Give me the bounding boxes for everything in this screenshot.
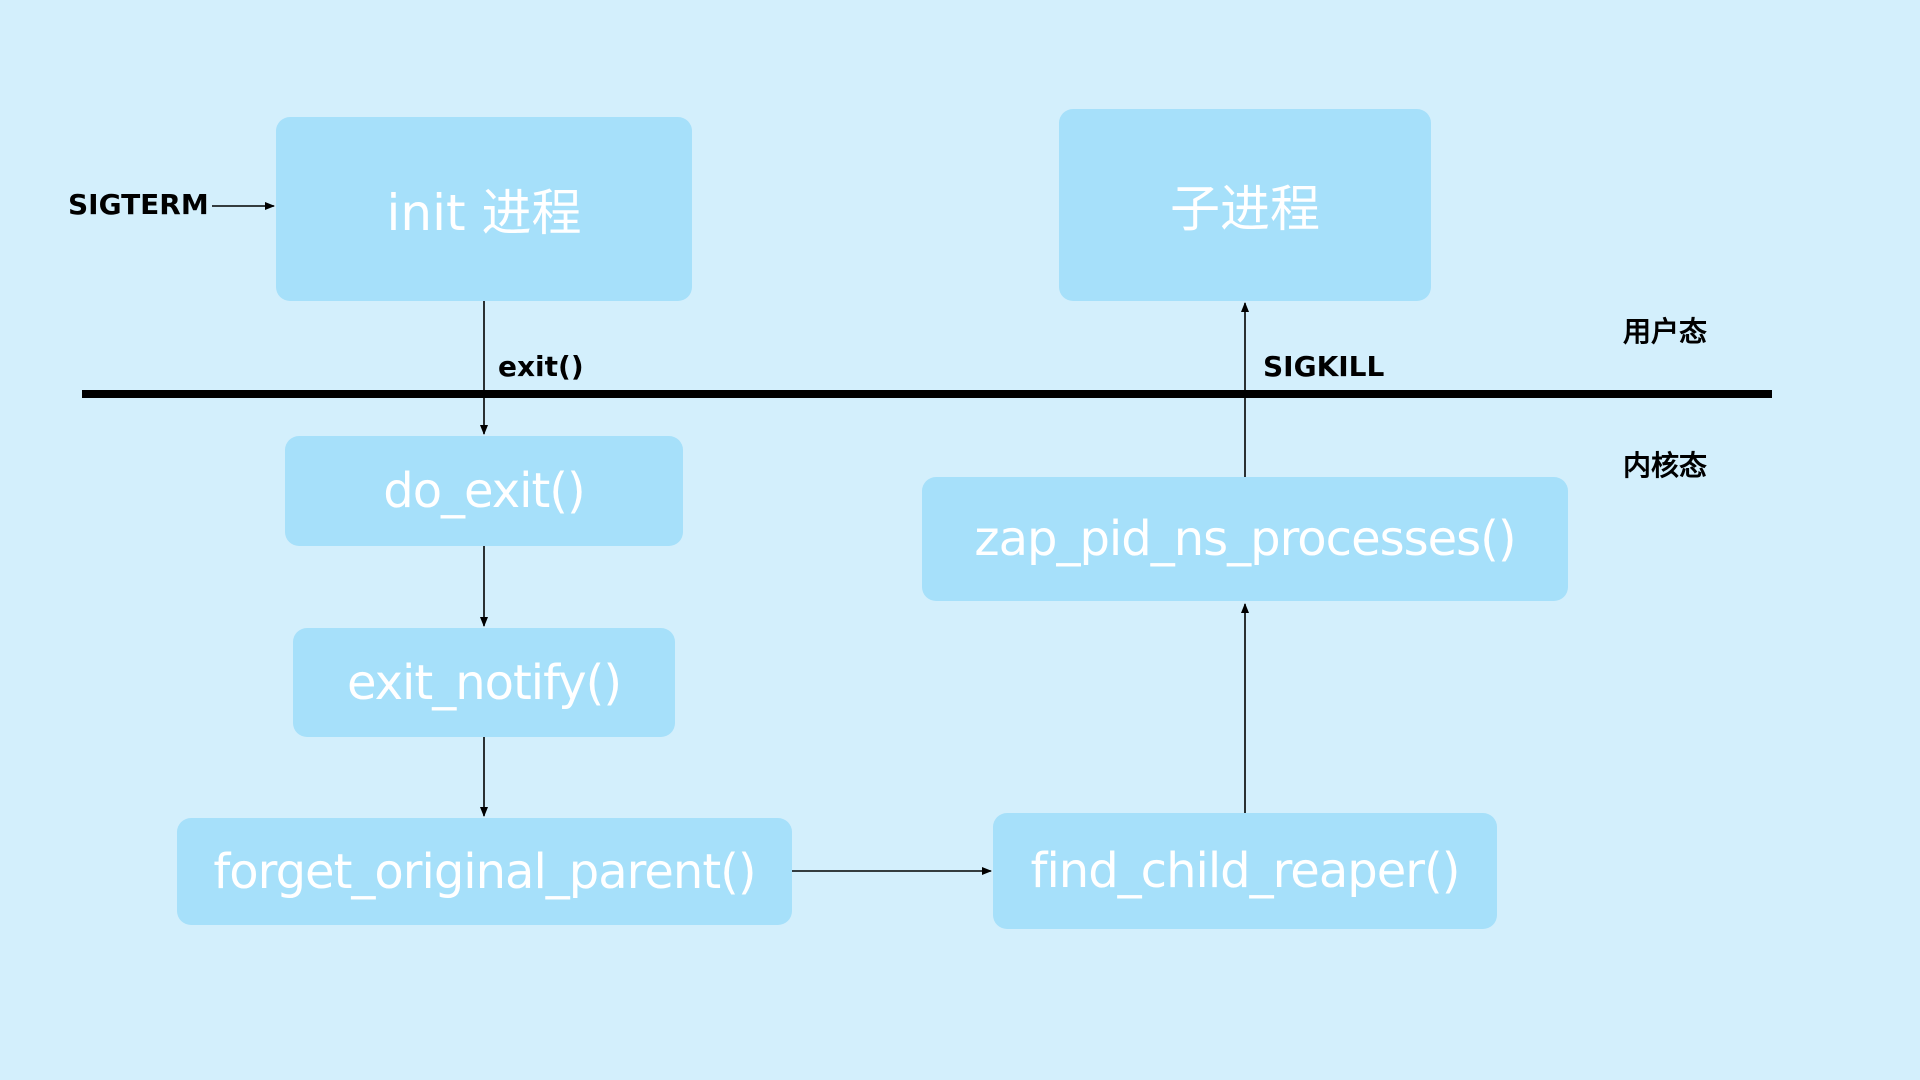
node-forget-original-parent-label: forget_original_parent() [213, 843, 756, 900]
node-child-process: 子进程 [1059, 109, 1431, 301]
label-kernel-mode: 内核态 [1623, 449, 1708, 482]
node-do-exit: do_exit() [285, 436, 683, 546]
node-find-child-reaper: find_child_reaper() [993, 813, 1497, 929]
node-zap-pid-ns-processes: zap_pid_ns_processes() [922, 477, 1568, 601]
label-exit-call: exit() [498, 350, 584, 383]
node-do-exit-label: do_exit() [383, 463, 586, 519]
node-exit-notify-label: exit_notify() [346, 654, 622, 711]
node-init-process-label: init 进程 [386, 184, 582, 242]
node-forget-original-parent: forget_original_parent() [177, 818, 792, 925]
node-child-process-label: 子进程 [1170, 180, 1320, 238]
node-zap-pid-ns-processes-label: zap_pid_ns_processes() [974, 511, 1516, 567]
node-find-child-reaper-label: find_child_reaper() [1030, 843, 1461, 899]
label-sigkill: SIGKILL [1263, 350, 1385, 383]
label-sigterm: SIGTERM [68, 188, 209, 221]
node-exit-notify: exit_notify() [293, 628, 675, 737]
label-user-mode: 用户态 [1623, 315, 1708, 348]
node-init-process: init 进程 [276, 117, 692, 301]
